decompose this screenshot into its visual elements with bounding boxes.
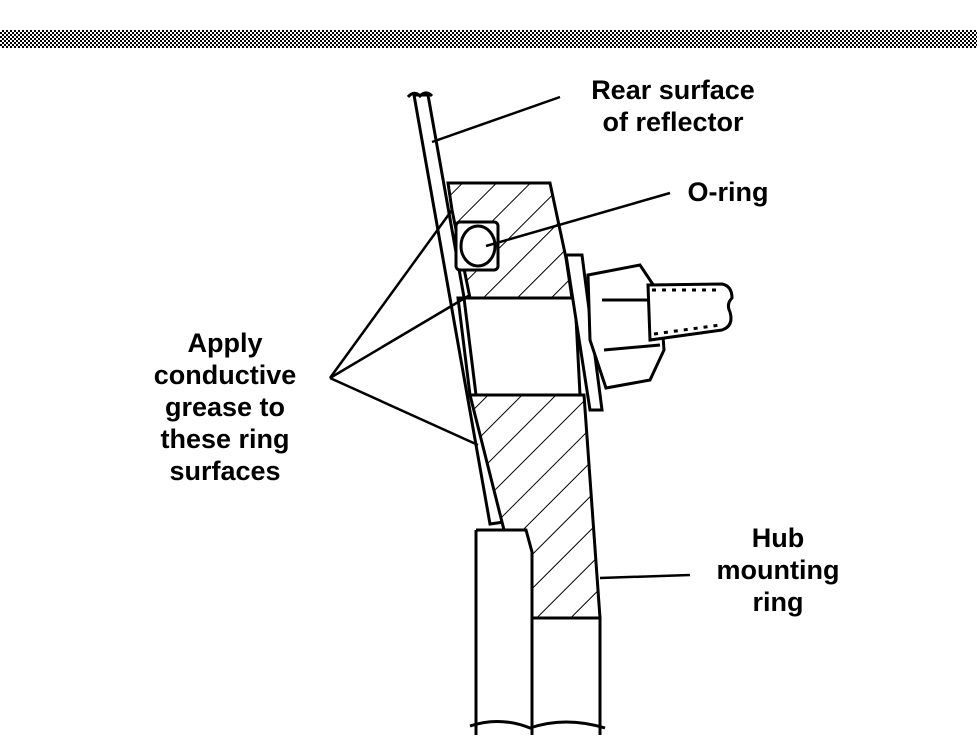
hex-nut: [586, 263, 666, 390]
threaded-stud: [646, 282, 734, 342]
hub-mounting-ring-label: Hub mounting ring: [716, 523, 840, 617]
o-ring: [454, 220, 500, 272]
hub-body: [469, 528, 606, 735]
o-ring-label: O-ring: [687, 177, 769, 207]
top-border-band: [0, 30, 977, 48]
washer: [564, 253, 604, 412]
apply-grease-label: Apply conductive grease to these ring su…: [153, 328, 297, 486]
rear-surface-label: Rear surface of reflector: [591, 75, 755, 137]
bolt-shank: [456, 296, 582, 397]
leader-lines: [328, 95, 691, 580]
